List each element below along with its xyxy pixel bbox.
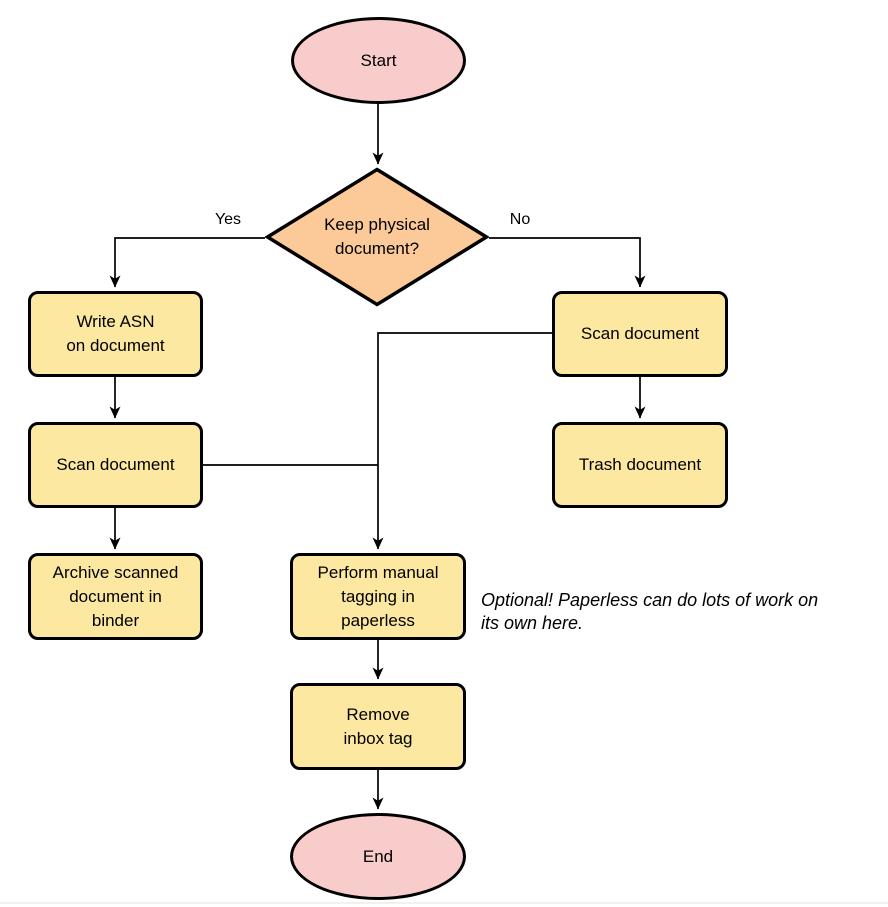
bottom-divider [0, 902, 888, 904]
node-label: Keep physical document? [324, 215, 430, 258]
node-label: Write ASN on document [66, 312, 165, 355]
edge-label-no: No [509, 211, 531, 228]
node-scan-document-left: Scan document [28, 422, 203, 508]
node-label: End [362, 846, 394, 866]
annotation-optional-note: Optional! Paperless can do lots of work … [481, 590, 819, 633]
node-label: Scan document [56, 455, 175, 474]
node-write-asn: Write ASN on document [28, 291, 203, 377]
node-archive-in-binder: Archive scanned document in binder [28, 553, 203, 640]
node-label: Perform manual tagging in paperless [317, 562, 439, 630]
node-scan-document-right: Scan document [552, 291, 728, 377]
node-label: Archive scanned document in binder [52, 562, 179, 630]
edge-scan-right-to-tagging [372, 332, 552, 550]
edge-decision-no-to-scan-right [489, 237, 646, 288]
decision-diamond-shape [265, 167, 489, 307]
node-label: Remove inbox tag [343, 704, 413, 748]
node-remove-inbox-tag: Remove inbox tag [290, 683, 466, 770]
node-decision: Keep physical document? [265, 167, 489, 307]
node-label: Scan document [580, 324, 700, 343]
edge-label-yes: Yes [214, 211, 242, 228]
node-manual-tagging: Perform manual tagging in paperless [290, 553, 466, 640]
node-end: End [290, 813, 466, 900]
node-start: Start [291, 17, 466, 104]
node-trash-document: Trash document [552, 422, 728, 508]
node-label: Start [360, 50, 397, 70]
node-label: Trash document [578, 455, 702, 474]
edge-decision-yes-to-write-asn [109, 237, 265, 288]
